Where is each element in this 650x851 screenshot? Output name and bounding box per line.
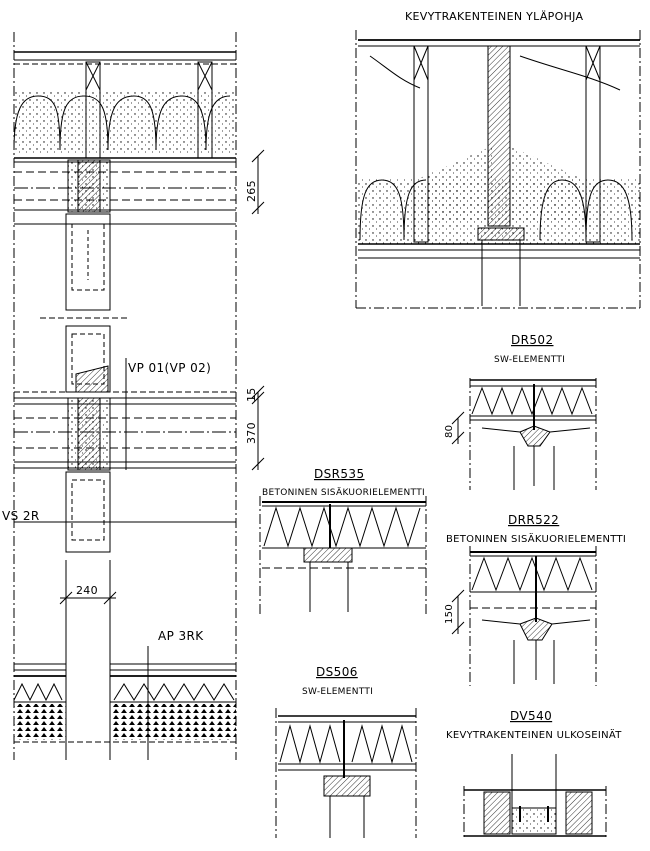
dim-265: 265 — [245, 180, 258, 202]
label-vs: VS 2R — [2, 509, 40, 523]
dim-370: 370 — [245, 422, 258, 444]
detail-dsr535 — [259, 496, 427, 614]
dim-15: 15 — [245, 387, 258, 402]
detail-sub-drr522: BETONINEN SISÄKUORIELEMENTTI — [446, 532, 626, 545]
label-ap: AP 3RK — [158, 629, 204, 643]
detail-sub-dv540: KEVYTRAKENTEINEN ULKOSEINÄT — [446, 728, 622, 741]
detail-drr522 — [451, 546, 597, 686]
detail-dv540 — [463, 754, 607, 840]
detail-code-dr502: DR502 — [511, 333, 553, 347]
dim-150: 150 — [444, 604, 455, 624]
roof-detail — [355, 30, 641, 309]
detail-code-drr522: DRR522 — [508, 513, 559, 527]
dim-80: 80 — [444, 425, 455, 438]
detail-code-dsr535: DSR535 — [314, 467, 365, 481]
detail-code-ds506: DS506 — [316, 665, 358, 679]
detail-code-dv540: DV540 — [510, 709, 552, 723]
dim-240: 240 — [76, 584, 98, 597]
detail-sub-dsr535: BETONINEN SISÄKUORIELEMENTTI — [262, 487, 425, 498]
detail-sub-dr502: SW-ELEMENTTI — [494, 355, 565, 365]
main-section — [13, 32, 265, 760]
title-roof-detail: KEVYTRAKENTEINEN YLÄPOHJA — [405, 10, 583, 23]
detail-dr502 — [451, 378, 597, 490]
label-vp: VP 01(VP 02) — [128, 361, 211, 375]
detail-sub-ds506: SW-ELEMENTTI — [302, 687, 373, 697]
detail-ds506 — [275, 708, 417, 838]
